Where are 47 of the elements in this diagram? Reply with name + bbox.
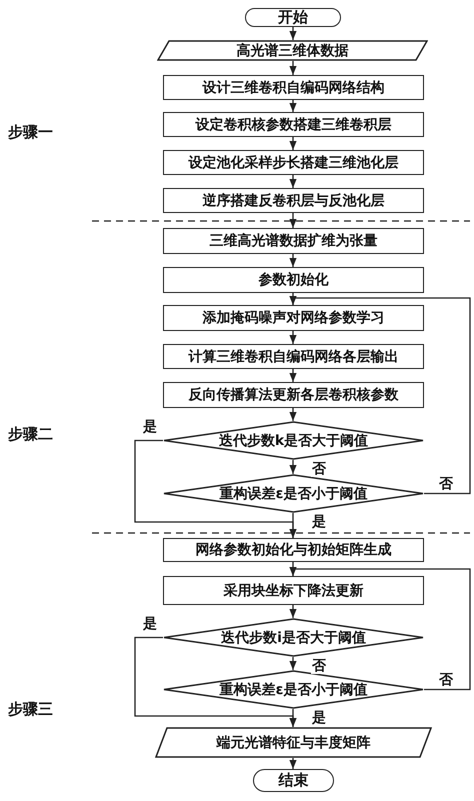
data-parallelogram: 高光谱三维体数据 bbox=[157, 40, 428, 61]
decision-diamond: 迭代步数k是否大于阈值 bbox=[163, 421, 424, 460]
process-box: 参数初始化 bbox=[163, 267, 424, 293]
arrow bbox=[289, 331, 297, 344]
arrow bbox=[289, 254, 297, 267]
process-box: 添加掩码噪声对网络参数学习 bbox=[163, 305, 424, 331]
process-box: 计算三维卷积自编码网络各层输出 bbox=[163, 344, 424, 369]
process-box: 设定池化采样步长搭建三维池化层 bbox=[163, 150, 424, 175]
arrow bbox=[289, 213, 297, 228]
arrow bbox=[289, 657, 297, 670]
edge-label: 否 bbox=[438, 476, 454, 492]
arrow bbox=[289, 566, 471, 690]
arrow bbox=[289, 758, 297, 769]
process-box: 反向传播算法更新各层卷积核参数 bbox=[163, 382, 424, 408]
edge-label: 是 bbox=[142, 418, 158, 434]
terminal-box: 结束 bbox=[253, 769, 334, 792]
process-box: 网络参数初始化与初始矩阵生成 bbox=[163, 538, 424, 562]
arrow bbox=[289, 513, 297, 538]
arrow bbox=[289, 61, 297, 75]
edge-label: 否 bbox=[311, 461, 327, 477]
edge-label: 是 bbox=[142, 616, 158, 632]
arrow bbox=[289, 605, 297, 618]
step-label: 步骤一 bbox=[8, 123, 53, 142]
edge-label: 是 bbox=[311, 710, 327, 726]
process-box: 逆序搭建反卷积层与反池化层 bbox=[163, 188, 424, 213]
process-box: 设计三维卷积自编码网络结构 bbox=[163, 75, 424, 100]
arrow bbox=[289, 460, 297, 474]
arrow bbox=[289, 709, 297, 727]
process-box: 设定卷积核参数搭建三维卷积层 bbox=[163, 112, 424, 137]
edge-label: 否 bbox=[311, 658, 327, 674]
decision-diamond: 迭代步数i是否大于阈值 bbox=[163, 618, 424, 657]
edge-label: 否 bbox=[438, 672, 454, 688]
arrow bbox=[289, 100, 297, 112]
terminal-box: 开始 bbox=[245, 8, 341, 27]
arrow bbox=[289, 369, 297, 382]
arrow bbox=[289, 296, 471, 494]
arrow bbox=[289, 408, 297, 421]
arrow bbox=[289, 27, 297, 40]
data-parallelogram: 端元光谱特征与丰度矩阵 bbox=[155, 727, 432, 758]
arrow bbox=[289, 175, 297, 188]
arrow bbox=[289, 137, 297, 150]
edge-label: 是 bbox=[311, 514, 327, 530]
step-label: 步骤二 bbox=[8, 425, 53, 444]
process-box: 采用块坐标下降法更新 bbox=[163, 576, 424, 605]
decision-diamond: 重构误差ε是否小于阈值 bbox=[163, 474, 424, 513]
process-box: 三维高光谱数据扩维为张量 bbox=[163, 228, 424, 254]
step-label: 步骤三 bbox=[8, 700, 53, 719]
